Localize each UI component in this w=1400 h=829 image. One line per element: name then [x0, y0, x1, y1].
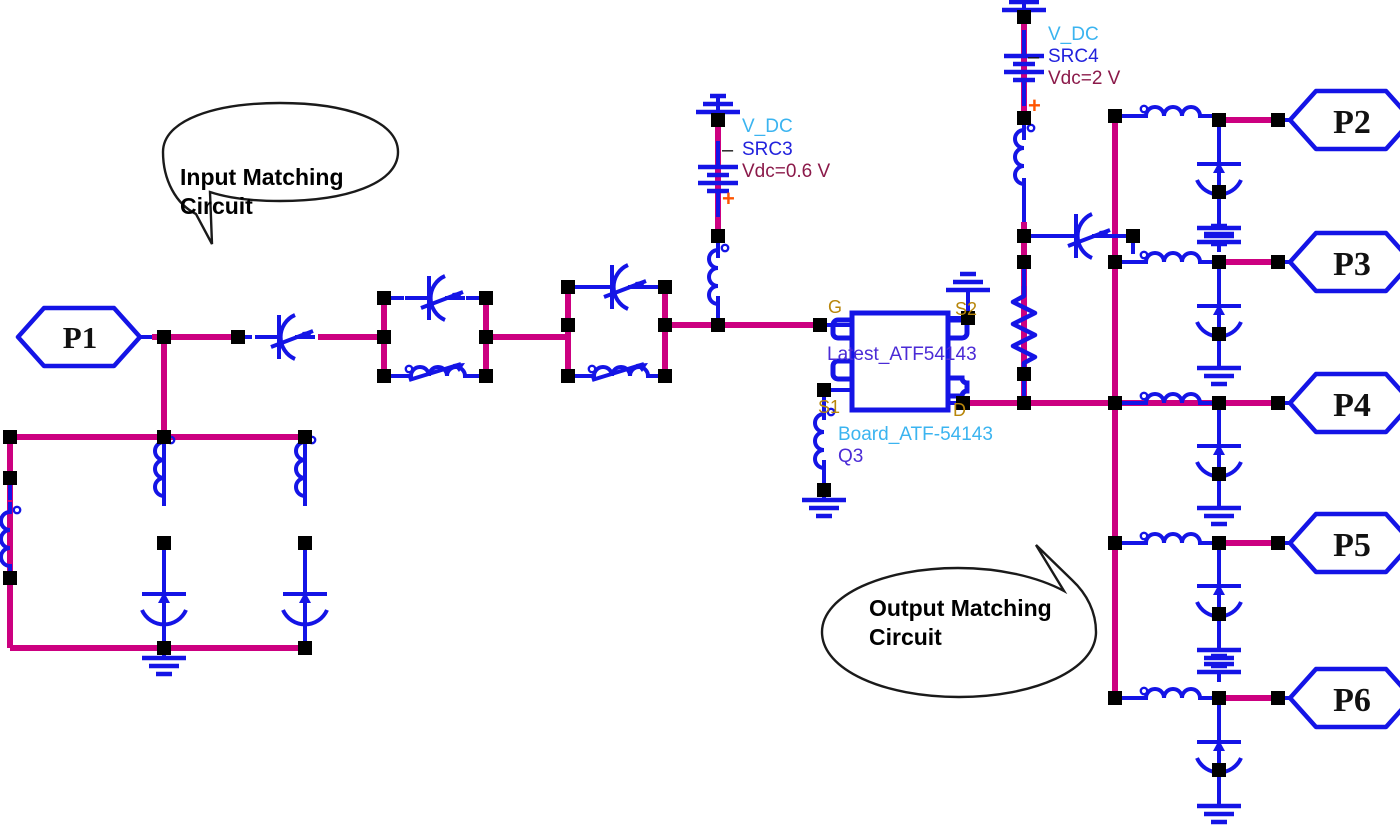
src3-name-label: SRC3	[742, 139, 793, 160]
port-p4-label: P4	[1333, 387, 1371, 424]
callout-output-matching-text: Output Matching Circuit	[869, 594, 1052, 652]
src3-minus-sign: –	[722, 139, 734, 161]
src3-type-label: V_DC	[742, 116, 793, 137]
device-instance-label: Q3	[838, 446, 863, 467]
port-p3[interactable]: P3	[1290, 233, 1400, 291]
inductor-icon[interactable]	[1134, 530, 1210, 545]
capacitor-icon[interactable]	[253, 313, 317, 361]
inductor-icon[interactable]	[707, 238, 731, 316]
callout-input-matching	[161, 101, 400, 245]
capacitor-icon[interactable]	[1050, 212, 1114, 260]
port-p1[interactable]: P1	[18, 308, 140, 366]
pin-label-d: D	[953, 400, 966, 420]
port-p1-label: P1	[63, 320, 97, 355]
ground-icon	[1197, 796, 1241, 822]
pin-label-s1: S1	[818, 397, 840, 417]
src3-value-label: Vdc=0.6 V	[742, 161, 831, 182]
callout-output-line2: Circuit	[869, 623, 942, 650]
src4-plus-sign: +	[1028, 93, 1041, 118]
port-p6[interactable]: P6	[1290, 669, 1400, 727]
inductor-icon[interactable]	[399, 361, 475, 382]
port-p5-label: P5	[1333, 527, 1371, 564]
inductor-icon[interactable]	[1134, 249, 1210, 264]
ground-icon	[1197, 358, 1241, 384]
src4-minus-sign: –	[1028, 46, 1040, 68]
inductor-icon[interactable]	[1013, 118, 1037, 196]
port-p2-label: P2	[1333, 104, 1371, 141]
src4-name-label: SRC4	[1048, 46, 1099, 67]
capacitor-icon[interactable]	[281, 568, 329, 632]
src4-value-label: Vdc=2 V	[1048, 68, 1121, 89]
capacitor-icon[interactable]	[140, 568, 188, 632]
inductor-icon[interactable]	[1134, 103, 1210, 118]
port-p2[interactable]: P2	[1290, 91, 1400, 149]
ground-icon	[1197, 498, 1241, 524]
callout-input-line1: Input Matching	[180, 164, 344, 190]
src4-type-label: V_DC	[1048, 24, 1099, 45]
capacitor-icon[interactable]	[586, 263, 650, 311]
src3-plus-sign: +	[722, 186, 735, 211]
callout-output-line1: Output Matching	[869, 595, 1052, 621]
port-p4[interactable]: P4	[1290, 374, 1400, 432]
port-p3-label: P3	[1333, 246, 1371, 283]
callout-output-matching	[820, 544, 1098, 699]
callout-input-line2: Circuit	[180, 192, 253, 219]
port-p5[interactable]: P5	[1290, 514, 1400, 572]
inductor-icon[interactable]	[1134, 685, 1210, 700]
port-p6-label: P6	[1333, 682, 1371, 719]
capacitor-icon[interactable]	[403, 274, 467, 322]
pin-label-s2: S2	[955, 299, 977, 319]
inductor-icon[interactable]	[582, 361, 658, 382]
pin-label-g: G	[828, 297, 842, 317]
callout-input-matching-text: Input Matching Circuit	[180, 163, 344, 221]
device-inner-label: Latest_ATF54143	[827, 344, 977, 365]
ground-icon	[946, 274, 990, 300]
device-model-label: Board_ATF-54143	[838, 424, 993, 445]
